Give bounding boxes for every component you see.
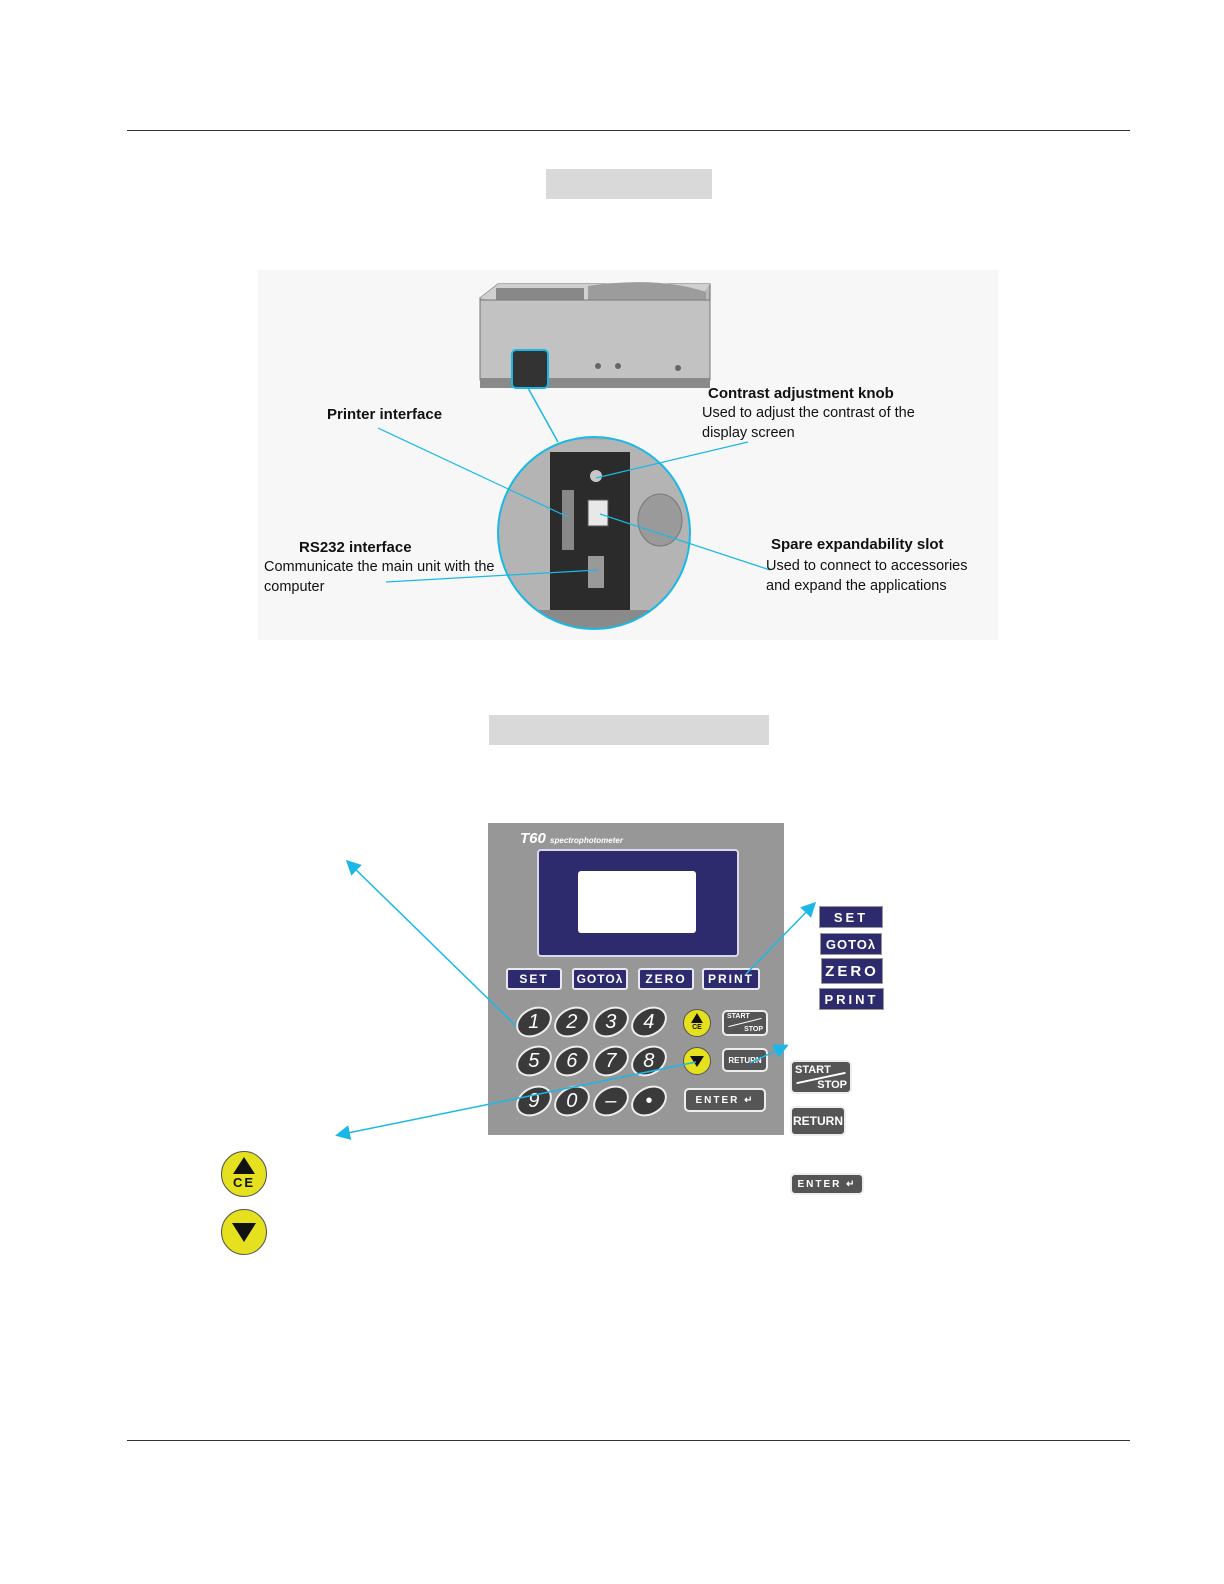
stop-label: STOP — [744, 1026, 763, 1033]
rs232-interface-description: Communicate the main unit with the compu… — [264, 559, 495, 595]
legend-print-key: PRINT — [819, 988, 884, 1010]
goto-lambda-key[interactable]: GOTOλ — [572, 968, 628, 990]
model-suffix: spectrophotometer — [550, 836, 623, 845]
zero-key[interactable]: ZERO — [638, 968, 694, 990]
header-rule — [127, 130, 1130, 131]
enter-label: ENTER ↵ — [695, 1094, 755, 1106]
legend-goto-lambda-key: GOTOλ — [820, 933, 882, 955]
lcd-screen — [578, 871, 696, 933]
spare-slot-title: Spare expandability slot — [771, 536, 944, 553]
legend-down-arrow-icon — [232, 1223, 256, 1242]
keypad-panel: T60 spectrophotometer SET GOTOλ ZERO PRI… — [488, 823, 784, 1135]
up-ce-key[interactable]: CE — [683, 1009, 711, 1037]
legend-set-key: SET — [819, 906, 883, 928]
up-arrow-icon — [691, 1013, 703, 1023]
instrument-rear-illustration — [377, 282, 771, 630]
contrast-knob-title: Contrast adjustment knob — [708, 385, 894, 402]
legend-up-ce-key: CE — [221, 1151, 267, 1197]
spare-slot-description: Used to connect to accessories and expan… — [766, 558, 968, 594]
enter-key[interactable]: ENTER ↵ — [684, 1088, 766, 1112]
section-heading-placeholder-1 — [546, 169, 712, 199]
start-label: START — [727, 1013, 750, 1020]
model-title: T60 spectrophotometer — [520, 830, 623, 847]
start-stop-key[interactable]: START STOP — [722, 1010, 768, 1036]
rs232-interface-title: RS232 interface — [299, 539, 412, 556]
legend-return-key: RETURN — [790, 1106, 846, 1136]
return-key[interactable]: RETURN — [722, 1048, 768, 1072]
legend-enter-key: ENTER ↵ — [790, 1173, 864, 1195]
rear-panel-figure: Printer interface Contrast adjustment kn… — [258, 270, 998, 640]
model-name: T60 — [520, 830, 546, 847]
legend-down-key — [221, 1209, 267, 1255]
legend-enter-label: ENTER ↵ — [797, 1178, 857, 1190]
down-arrow-icon — [690, 1056, 704, 1067]
ce-label: CE — [692, 1024, 702, 1031]
legend-start-label: START — [795, 1064, 831, 1076]
display-bezel — [537, 849, 739, 957]
legend-zero-key: ZERO — [821, 958, 883, 984]
return-label: RETURN — [728, 1055, 762, 1065]
legend-stop-label: STOP — [817, 1079, 847, 1091]
footer-rule — [127, 1440, 1130, 1441]
legend-up-arrow-icon — [233, 1157, 255, 1174]
set-key[interactable]: SET — [506, 968, 562, 990]
legend-return-label: RETURN — [793, 1114, 843, 1128]
contrast-knob-description: Used to adjust the contrast of the displ… — [702, 405, 915, 441]
legend-start-stop-key: START STOP — [790, 1060, 852, 1094]
down-key[interactable] — [683, 1047, 711, 1075]
section-heading-placeholder-2 — [489, 715, 769, 745]
printer-interface-title: Printer interface — [327, 406, 443, 423]
legend-ce-label: CE — [232, 1175, 256, 1190]
